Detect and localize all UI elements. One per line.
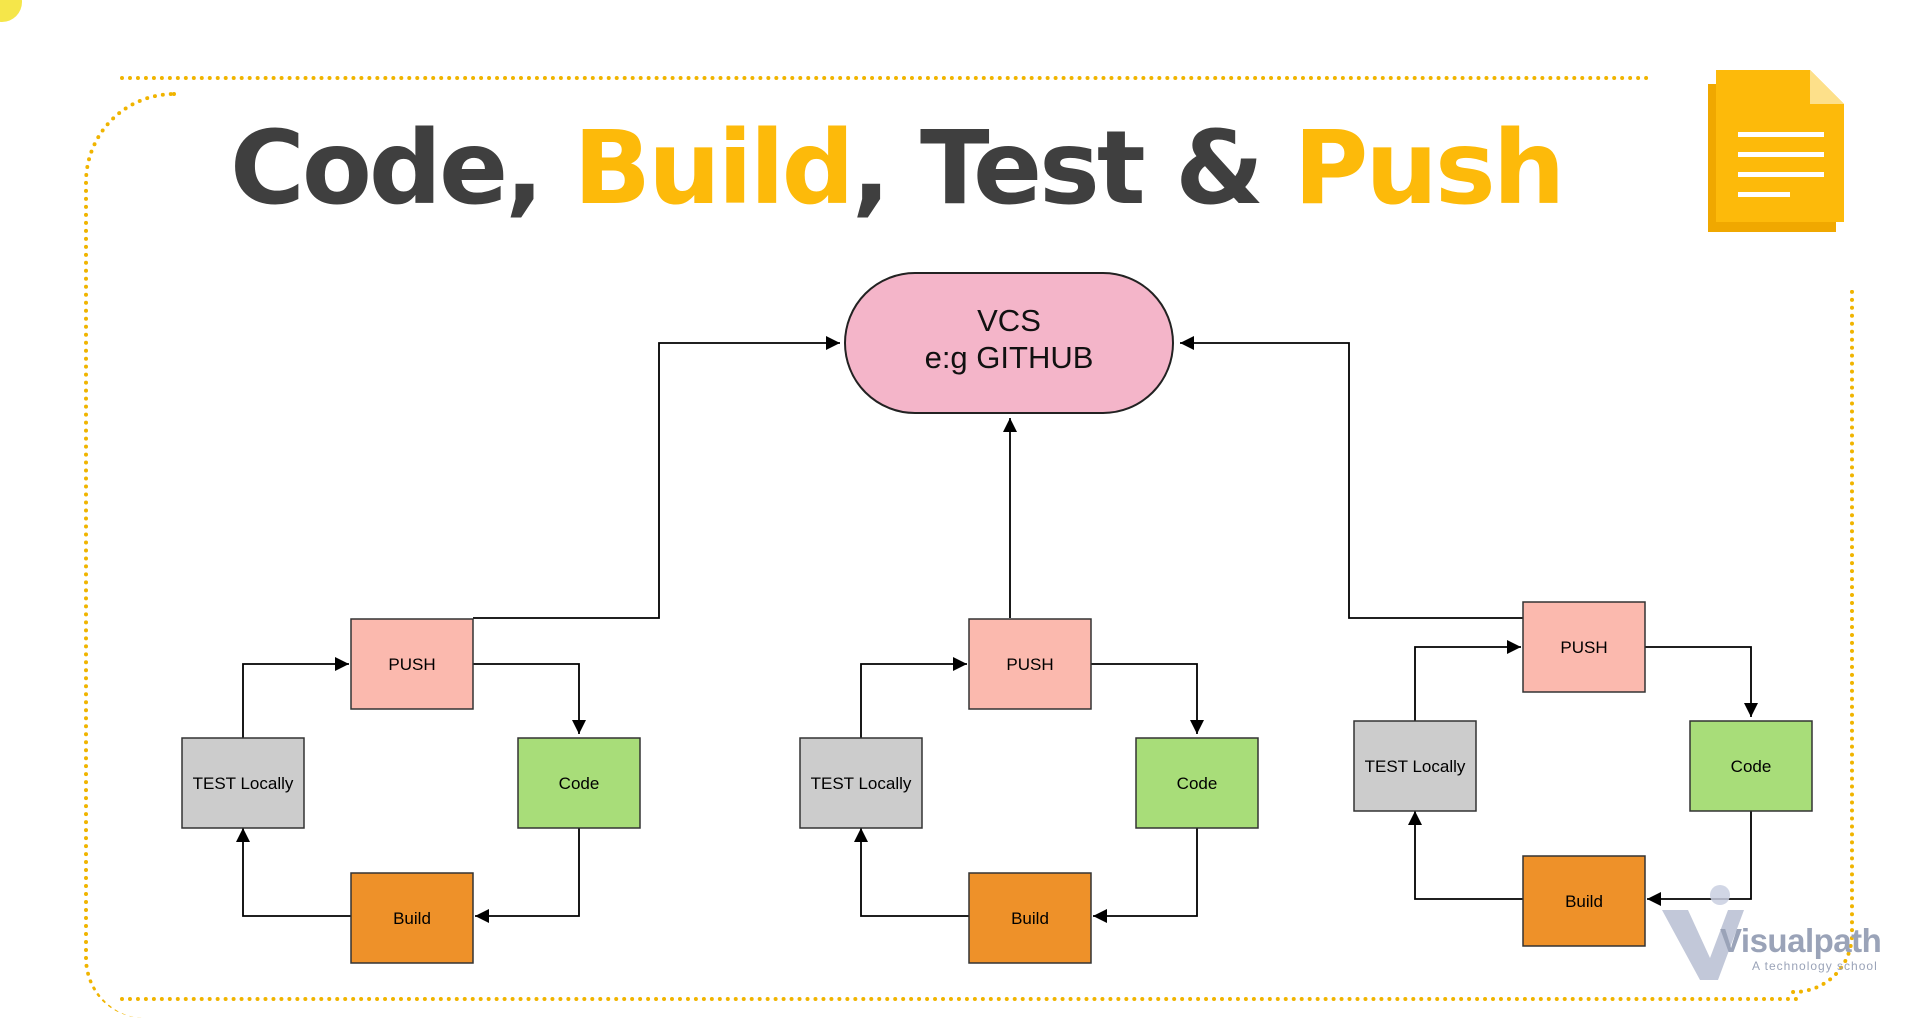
connector-test-to-push [1414, 640, 1521, 721]
logo-name: Visualpath [1720, 922, 1882, 959]
build-label: Build [393, 909, 431, 928]
title-build: Build [573, 109, 854, 228]
push-node [1522, 601, 1646, 693]
visualpath-logo-icon [1662, 885, 1744, 980]
title-push: Push [1293, 109, 1566, 228]
vcs-label-line2: e:g GITHUB [925, 340, 1094, 375]
frame-bottom-border [120, 997, 1800, 1001]
connector-push-to-code [1091, 663, 1204, 734]
connector-test-to-push [242, 657, 349, 738]
frame-top-border [120, 76, 1650, 80]
connector-code-to-build [475, 826, 580, 923]
test-node [181, 737, 305, 829]
connector-cycle1-to-vcs [473, 336, 840, 619]
build-node [350, 872, 474, 964]
test-label: TEST Locally [1365, 757, 1466, 776]
cycle-3: PUSH Code Build TEST Locally [1353, 601, 1813, 947]
connector-build-to-test [236, 828, 351, 917]
title-code: Code, [230, 109, 574, 228]
connector-code-to-build [1647, 809, 1752, 906]
build-label: Build [1565, 892, 1603, 911]
vcs-label-line1: VCS [977, 303, 1041, 338]
build-label: Build [1011, 909, 1049, 928]
push-label: PUSH [388, 655, 435, 674]
code-label: Code [1177, 774, 1218, 793]
test-label: TEST Locally [811, 774, 912, 793]
push-node [968, 618, 1092, 710]
test-label: TEST Locally [193, 774, 294, 793]
code-node [1689, 720, 1813, 812]
push-label: PUSH [1006, 655, 1053, 674]
code-label: Code [559, 774, 600, 793]
code-node [517, 737, 641, 829]
test-node [799, 737, 923, 829]
push-label: PUSH [1560, 638, 1607, 657]
connector-build-to-test [1408, 811, 1523, 900]
build-node [1522, 855, 1646, 947]
title-test: , Test & [851, 109, 1294, 228]
connector-build-to-test [854, 828, 969, 917]
logo-tagline: A technology school [1752, 959, 1878, 973]
test-node [1353, 720, 1477, 812]
connector-test-to-push [860, 657, 967, 738]
vcs-node [844, 272, 1174, 414]
document-icon [1708, 70, 1844, 232]
connector-code-to-build [1093, 826, 1198, 923]
push-node [350, 618, 474, 710]
connector-push-to-code [1645, 646, 1758, 717]
cycle-2: PUSH Code Build TEST Locally [799, 618, 1259, 964]
page-title: Code, Build, Test & Push [230, 118, 1565, 220]
code-label: Code [1731, 757, 1772, 776]
connector-push-to-code [473, 663, 586, 734]
connector-cycle3-to-vcs [1180, 336, 1524, 619]
build-node [968, 872, 1092, 964]
code-node [1135, 737, 1259, 829]
cycle-1: PUSH Code Build TEST Locally [181, 618, 641, 964]
